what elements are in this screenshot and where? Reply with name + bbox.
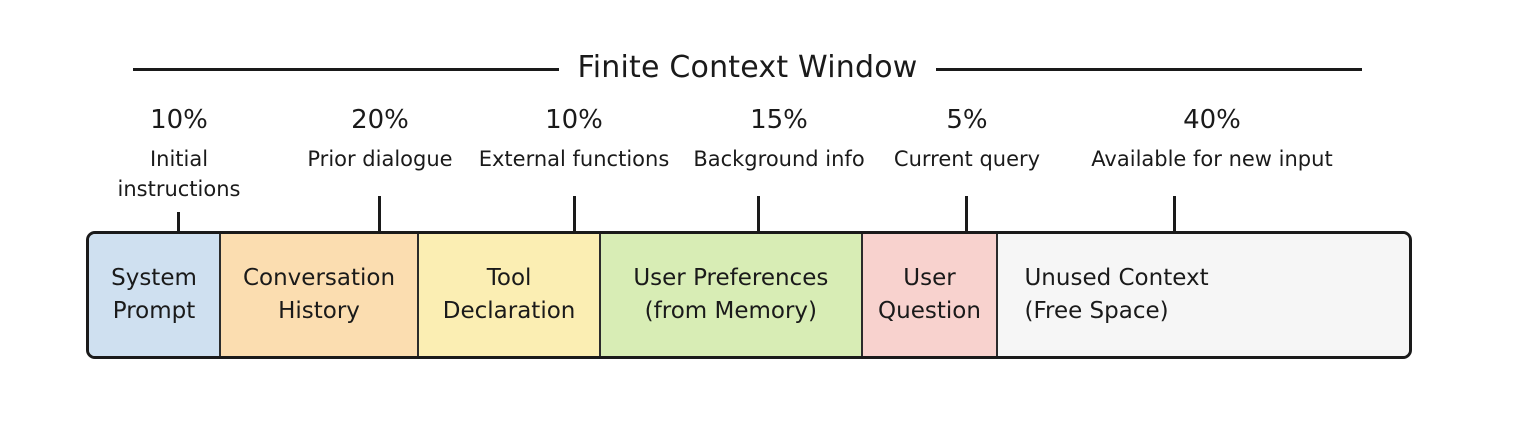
- annotation-tool-declaration: 10% External functions: [472, 104, 676, 172]
- annotation-caption-line1: External functions: [478, 146, 670, 171]
- segment-unused-context[interactable]: Unused Context (Free Space): [998, 234, 1409, 356]
- annotation-caption-line1: Current query: [893, 146, 1041, 171]
- diagram-title-row: Finite Context Window: [133, 48, 1362, 90]
- title-rule-right: [935, 67, 1362, 71]
- segment-label-line2: Declaration: [442, 298, 576, 324]
- leader-tick-user-preferences: [757, 196, 760, 231]
- annotation-caption-line2: instructions: [117, 177, 241, 202]
- context-window-bar: System Prompt Conversation History Tool …: [86, 231, 1412, 359]
- annotation-caption-line1: Initial: [149, 146, 209, 171]
- annotation-percent: 5%: [946, 105, 988, 135]
- leader-tick-system-prompt: [177, 212, 180, 231]
- annotation-caption-line1: Prior dialogue: [307, 146, 453, 171]
- segment-label-line2: Question: [878, 298, 981, 324]
- annotation-conversation-history: 20% Prior dialogue: [282, 104, 478, 172]
- leader-tick-unused-context: [1173, 196, 1176, 231]
- segment-conversation-history[interactable]: Conversation History: [221, 234, 419, 356]
- page-title: Finite Context Window: [577, 50, 918, 85]
- leader-tick-tool-declaration: [573, 196, 576, 231]
- segment-label-line1: User Preferences: [633, 265, 829, 292]
- segment-label-line1: System: [111, 265, 197, 292]
- segment-label-line1: Conversation: [242, 265, 396, 292]
- annotation-unused-context: 40% Available for new input: [1062, 104, 1362, 172]
- leader-tick-conversation: [378, 196, 381, 231]
- annotation-percent: 15%: [750, 105, 808, 135]
- annotation-user-preferences: 15% Background info: [686, 104, 872, 172]
- segment-system-prompt[interactable]: System Prompt: [89, 234, 221, 356]
- segment-user-preferences[interactable]: User Preferences (from Memory): [601, 234, 863, 356]
- segment-tool-declaration[interactable]: Tool Declaration: [419, 234, 602, 356]
- leader-tick-user-question: [965, 196, 968, 231]
- segment-label-line2: (Free Space): [1024, 298, 1169, 324]
- annotation-percent: 10%: [150, 105, 208, 135]
- annotation-caption-line1: Available for new input: [1091, 146, 1333, 171]
- segment-label-line1: Tool: [486, 265, 532, 292]
- annotation-caption-line1: Background info: [693, 146, 865, 171]
- segment-label-line1: Unused Context: [1024, 265, 1209, 292]
- annotation-user-question: 5% Current query: [880, 104, 1054, 172]
- annotation-system-prompt: 10% Initial instructions: [96, 104, 262, 203]
- title-rule-left: [133, 67, 560, 71]
- segment-label-line2: (from Memory): [644, 298, 817, 324]
- segment-label-line2: Prompt: [112, 298, 196, 324]
- annotation-percent: 20%: [351, 105, 409, 135]
- annotation-percent: 10%: [545, 105, 603, 135]
- annotation-percent: 40%: [1183, 105, 1241, 135]
- segment-label-line1: User: [903, 265, 956, 292]
- segment-label-line2: History: [278, 298, 360, 324]
- segment-user-question[interactable]: User Question: [862, 234, 999, 356]
